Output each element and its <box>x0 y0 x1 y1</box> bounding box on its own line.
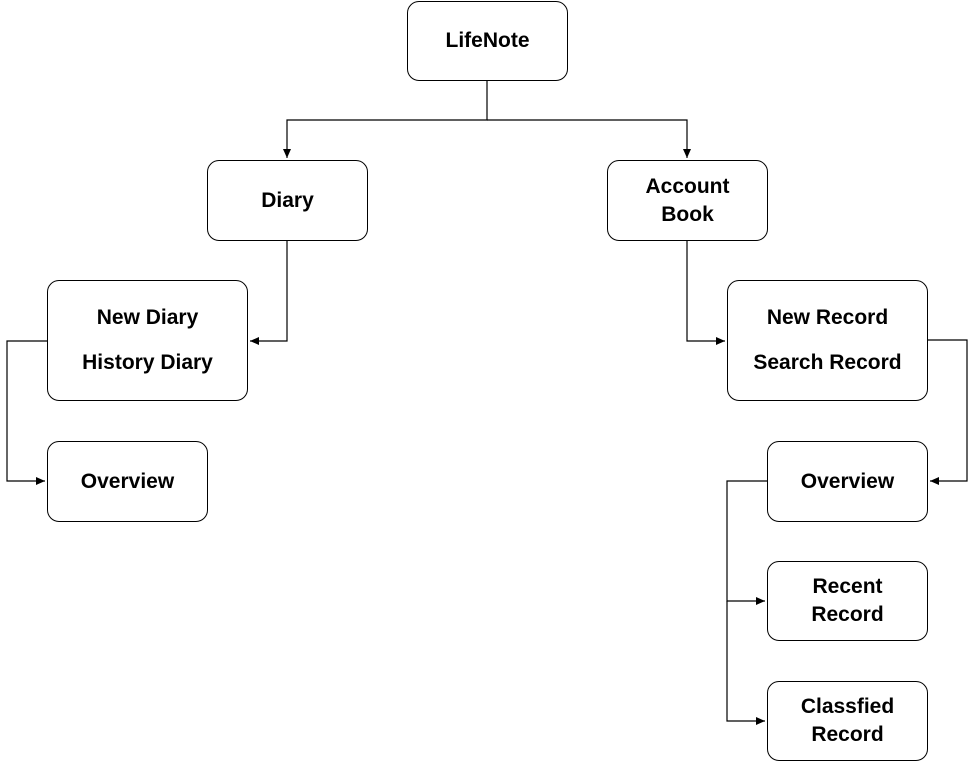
node-account-overview[interactable]: Overview <box>767 441 928 522</box>
node-classified-record-label: Classfied Record <box>800 695 895 746</box>
node-diary-overview-label: Overview <box>80 469 175 493</box>
node-diary[interactable]: Diary <box>207 160 368 241</box>
search-record-label: Search Record <box>753 351 902 374</box>
node-recent-record-label: Recent Record <box>811 575 884 626</box>
edge-records-overview <box>928 339 968 485</box>
node-account-book-label: Account Book <box>645 174 730 226</box>
edge-diary-pages <box>250 241 288 345</box>
node-recent-record[interactable]: Recent Record <box>767 561 928 641</box>
new-diary-label: New Diary <box>96 306 199 329</box>
node-diary-pages[interactable]: New Diary History Diary <box>47 280 248 401</box>
history-diary-label: History Diary <box>82 351 213 374</box>
node-record-pages[interactable]: New Record Search Record <box>727 280 928 401</box>
node-account-book[interactable]: Account Book <box>607 160 768 241</box>
edge-account-records <box>686 241 725 345</box>
node-lifenote-label: LifeNote <box>445 29 530 52</box>
edge-root-diary <box>283 81 488 158</box>
node-account-overview-label: Overview <box>800 469 895 493</box>
node-diary-label: Diary <box>261 188 314 212</box>
edge-overview-classified <box>726 601 765 725</box>
edge-diarypages-overview <box>6 340 47 485</box>
node-classified-record[interactable]: Classfied Record <box>767 681 928 761</box>
edge-overview-recent <box>726 480 767 605</box>
edge-root-account <box>487 119 691 158</box>
node-diary-overview[interactable]: Overview <box>47 441 208 522</box>
node-lifenote[interactable]: LifeNote <box>407 1 568 81</box>
new-record-label: New Record <box>766 306 889 329</box>
